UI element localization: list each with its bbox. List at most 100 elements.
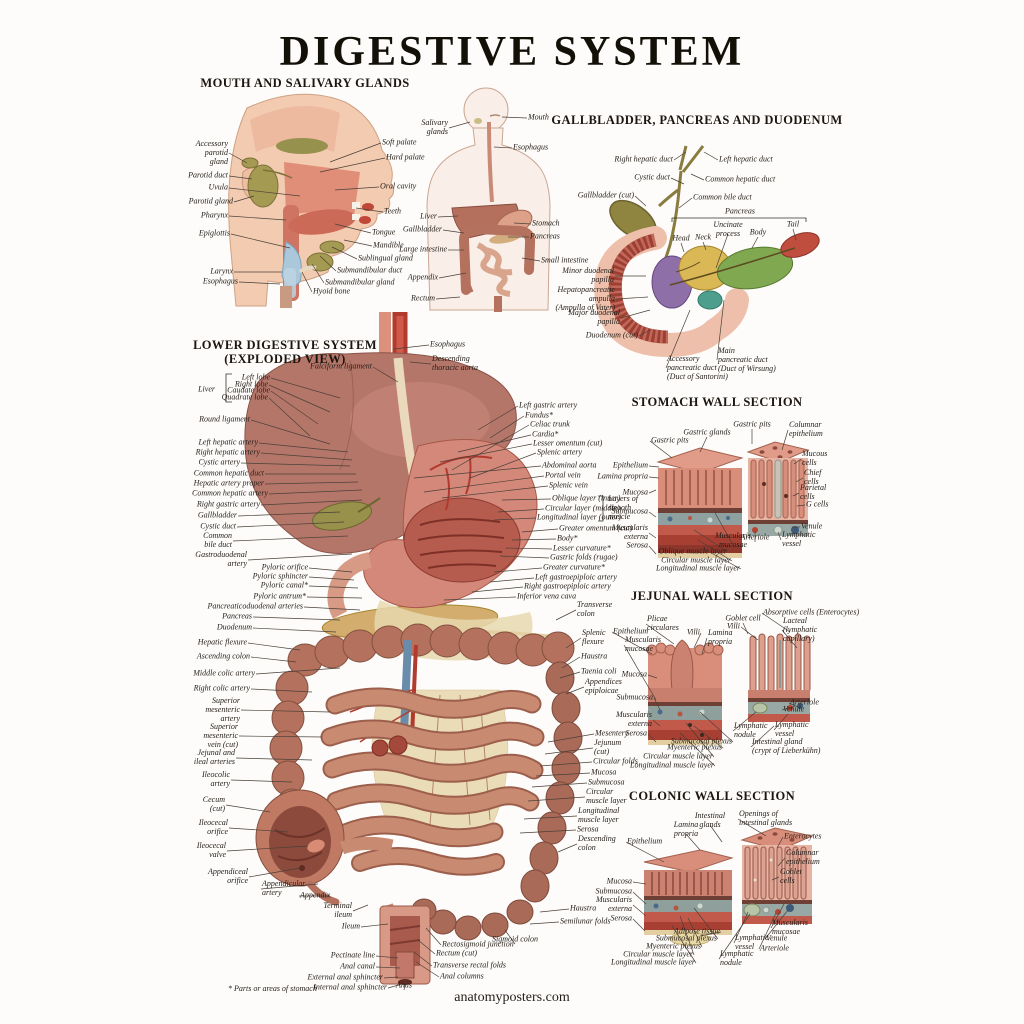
label-stomach_wall: Gastric glands: [683, 427, 731, 437]
label-lower: Caudate lobe: [227, 385, 270, 395]
label-jejunal_wall: Intestinal gland(crypt of Lieberkühn): [752, 737, 821, 755]
label-lower: Semilunar folds: [560, 916, 611, 926]
jejunal-wall-illustration: [646, 633, 811, 745]
label-stomach_wall: Submucosa: [611, 506, 648, 516]
label-lower: Right gastric artery: [196, 499, 260, 509]
label-jejunal_wall: Goblet cell: [725, 613, 761, 623]
label-mouth: Sublingual gland: [358, 253, 413, 263]
label-overview: Stomach: [532, 218, 560, 228]
label-jejunal_wall: Submucosal plexus: [670, 736, 732, 746]
label-lower: Duodenum: [216, 622, 252, 632]
label-lower: Pyloric canal*: [260, 580, 308, 590]
label-stomach_wall: Longitudinal muscle layer: [656, 563, 740, 573]
label-lower: Left gastric artery: [519, 400, 578, 410]
label-overview: Pancreas: [530, 231, 560, 241]
label-lower: Middle colic artery: [193, 668, 255, 678]
label-lower: Fundus*: [525, 410, 553, 420]
label-colonic_wall: Myenteric plexus: [646, 941, 701, 951]
label-gallbladder: Pancreas: [725, 206, 755, 216]
label-lower: Rectum (cut): [436, 948, 478, 958]
label-lower: Abdominal aorta: [542, 460, 597, 470]
label-lower: Circular folds: [593, 756, 638, 766]
section-title-lower-line1: LOWER DIGESTIVE SYSTEM: [193, 338, 377, 352]
label-lower: Internal anal sphincter: [313, 982, 387, 992]
label-overview: Rectum: [411, 293, 435, 303]
label-lower: Left hepatic artery: [198, 437, 258, 447]
label-gallbladder: Common hepatic duct: [705, 174, 776, 184]
label-lower: Haustra: [570, 903, 597, 913]
label-jejunal_wall: Circular muscle layer: [643, 751, 713, 761]
label-lower: Sigmoid colon: [492, 934, 538, 944]
label-lower: Liver: [198, 384, 215, 394]
label-mouth: Parotid duct: [188, 170, 228, 180]
stomach-footnote: * Parts or areas of stomach: [228, 984, 317, 993]
label-lower: Right colic artery: [193, 683, 250, 693]
label-lower: Hepatic flexure: [197, 637, 247, 647]
label-colonic_wall: Arteriole: [760, 943, 789, 953]
colonic-wall-illustration: [643, 827, 814, 946]
label-lower: Inferior vena cava: [517, 591, 577, 601]
label-colonic_wall: Submucosal plexus: [655, 933, 717, 943]
label-overview: Esophagus: [513, 142, 549, 152]
label-jejunal_wall: Arteriole: [790, 697, 819, 707]
label-stomach_wall: Gastric pits: [733, 419, 771, 429]
label-mouth: Tongue: [372, 227, 396, 237]
label-lower: Round ligament: [199, 414, 250, 424]
label-lower: Esophagus: [430, 339, 466, 349]
label-lower: Ascending colon: [196, 651, 250, 661]
section-title-jejunal-wall: JEJUNAL WALL SECTION: [631, 589, 793, 603]
label-mouth: Larynx: [210, 266, 233, 276]
label-mouth: Submandibular duct: [337, 265, 403, 275]
label-mouth: Parotid gland: [188, 196, 233, 206]
label-gallbladder: Head: [672, 233, 690, 243]
label-mouth: Epiglottis: [198, 228, 230, 238]
label-lower: Falciform ligament: [310, 361, 372, 371]
label-colonic_wall: Enterocytes: [784, 831, 822, 841]
label-lower: Greater omentum (cut): [559, 523, 633, 533]
label-mouth: Oral cavity: [380, 181, 417, 191]
label-stomach_wall: Mucosa: [622, 487, 648, 497]
label-lower: Gastric folds (rugae): [550, 552, 618, 562]
torso-overview-illustration: [426, 87, 551, 312]
label-lower: Appendix: [300, 890, 331, 900]
label-lower: Rectosigmoid junction: [442, 939, 514, 949]
label-colonic_wall: Adipose tissue: [674, 926, 720, 936]
label-lower: Splenic vein: [549, 480, 588, 490]
section-title-lower-line2: (EXPLODED VIEW): [224, 352, 346, 367]
label-lower: Submucosa: [588, 777, 625, 787]
section-title-lower: LOWER DIGESTIVE SYSTEM (EXPLODED VIEW): [193, 338, 377, 367]
label-gallbladder: Gallbladder (cut): [577, 190, 634, 200]
label-jejunal_wall: Villi: [726, 621, 740, 631]
poster-title: DIGESTIVE SYSTEM: [279, 29, 745, 75]
gallbladder-pancreas-illustration: [594, 145, 820, 358]
label-jejunal_wall: Absorptive cells (Enterocytes): [763, 607, 860, 617]
label-gallbladder: Duodenum (cut): [585, 330, 638, 340]
label-lower: Ileum: [341, 921, 360, 931]
label-lower: External anal sphincter: [307, 972, 383, 982]
label-lower: Taenia coli: [581, 666, 617, 676]
label-overview: Appendix: [407, 272, 438, 282]
label-colonic_wall: Mucosa: [606, 876, 632, 886]
stomach-wall-illustration: [656, 441, 810, 558]
label-colonic_wall: Circular muscle layer: [623, 949, 693, 959]
label-lower: Splenic artery: [537, 447, 583, 457]
